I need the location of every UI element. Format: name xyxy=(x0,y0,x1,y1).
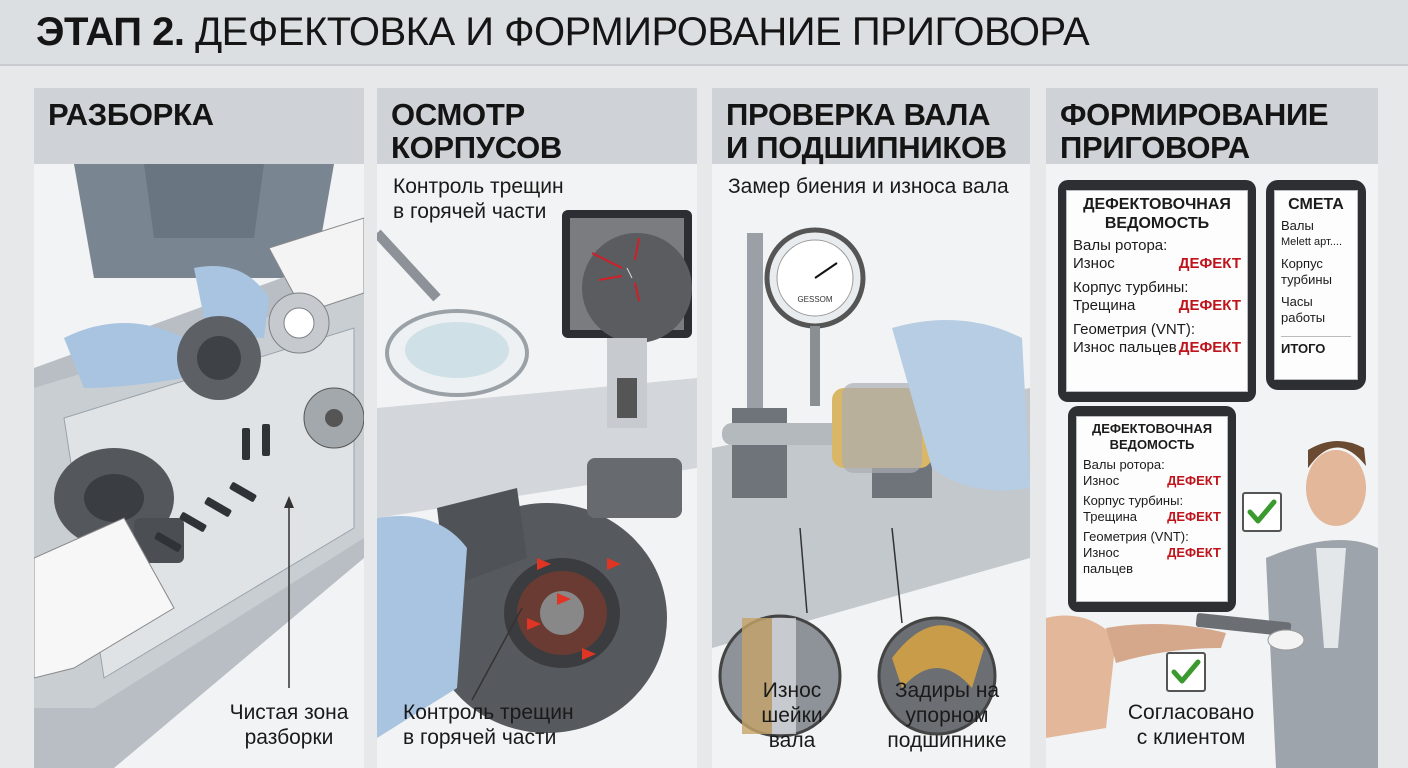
caption-line: Износ xyxy=(762,679,822,702)
estimate-total: ИТОГО xyxy=(1281,336,1351,357)
heading-line: ПРОВЕРКА ВАЛА xyxy=(726,97,991,132)
clean-zone-caption: Чистая зона разборки xyxy=(214,700,364,750)
defect-badge: ДЕФЕКТ xyxy=(1178,255,1241,272)
caption-line: Задиры на xyxy=(894,679,1000,702)
defect-row: Трещина ДЕФЕКТ xyxy=(1073,297,1241,315)
defect-badge: ДЕФЕКТ xyxy=(1178,297,1241,314)
tablet-screen: ДЕФЕКТОВОЧНАЯ ВЕДОМОСТЬ Валы ротора: Изн… xyxy=(1066,190,1248,392)
defect-row: Износ пальцев ДЕФЕКТ xyxy=(1083,545,1221,577)
top-caption: Контроль трещин в горячей части xyxy=(393,174,564,224)
estimate-phone: СМЕТА Валы Melett арт.... Корпус турбины… xyxy=(1266,180,1366,390)
journal-wear-caption: Износ шейки вала xyxy=(742,678,842,753)
page-title: ЭТАП 2. ДЕФЕКТОВКА И ФОРМИРОВАНИЕ ПРИГОВ… xyxy=(0,0,1408,66)
panel-housing-inspection: ОСМОТР КОРПУСОВ Контроль трещин в горяче… xyxy=(377,88,697,768)
panel-verdict: ФОРМИРОВАНИЕ ПРИГОВОРА ДЕФЕКТОВОЧНАЯ ВЕД… xyxy=(1046,88,1378,768)
shaft-check-illustration: GESSOM xyxy=(712,227,1030,738)
caption-line: упорном xyxy=(905,704,989,727)
caption-line: вала xyxy=(768,729,816,752)
panel-heading: ПРОВЕРКА ВАЛА И ПОДШИПНИКОВ xyxy=(712,88,1030,164)
defect-badge: ДЕФЕКТ xyxy=(1167,509,1221,524)
defect-row: Износ ДЕФЕКТ xyxy=(1073,255,1241,273)
sheet-title-line: ДЕФЕКТОВОЧНАЯ xyxy=(1083,196,1231,213)
defect-badge: ДЕФЕКТ xyxy=(1167,473,1221,488)
gauge-brand: GESSOM xyxy=(797,295,832,304)
defect-badge: ДЕФЕКТ xyxy=(1167,545,1221,560)
caption-line: в горячей части xyxy=(393,200,547,223)
group-label: Корпус турбины: xyxy=(1083,493,1184,508)
group-label: Валы ротора: xyxy=(1083,457,1165,472)
sheet-title: ДЕФЕКТОВОЧНАЯ ВЕДОМОСТЬ xyxy=(1083,421,1221,453)
defect-desc: Трещина xyxy=(1083,509,1138,524)
agreed-check-icon xyxy=(1166,652,1206,692)
shaft-subtitle: Замер биения и износа вала xyxy=(728,175,1009,198)
estimate-title: СМЕТА xyxy=(1288,196,1344,213)
verdict-illustration xyxy=(1046,440,1378,768)
caption-line: Чистая зона xyxy=(229,701,349,724)
approved-check-icon xyxy=(1242,492,1282,532)
caption-line: Согласовано xyxy=(1127,701,1255,724)
estimate-line: Melett арт.... xyxy=(1281,236,1343,248)
defect-desc: Износ xyxy=(1083,473,1120,488)
client-agreed-caption: Согласовано с клиентом xyxy=(1106,700,1276,750)
estimate-line: турбины xyxy=(1281,272,1332,287)
group-label: Геометрия (VNT): xyxy=(1083,529,1189,544)
heading-line: ПРИГОВОРА xyxy=(1060,130,1250,165)
estimate-line: Валы xyxy=(1281,218,1314,233)
defect-sheet-tablet-handheld: ДЕФЕКТОВОЧНАЯ ВЕДОМОСТЬ Валы ротора: Изн… xyxy=(1068,406,1236,612)
defect-desc: Износ xyxy=(1073,255,1115,272)
caption-line: Контроль трещин xyxy=(403,701,574,724)
caption-line: в горячей части xyxy=(403,726,557,749)
caption-line: с клиентом xyxy=(1136,726,1246,749)
defect-sheet-tablet: ДЕФЕКТОВОЧНАЯ ВЕДОМОСТЬ Валы ротора: Изн… xyxy=(1058,180,1256,402)
caption-line: подшипнике xyxy=(887,729,1007,752)
stage-title: ДЕФЕКТОВКА И ФОРМИРОВАНИЕ ПРИГОВОРА xyxy=(195,10,1090,54)
thrust-bearing-caption: Задиры на упорном подшипнике xyxy=(872,678,1022,753)
disassembly-illustration xyxy=(34,164,364,768)
defect-badge: ДЕФЕКТ xyxy=(1178,339,1241,356)
caption-line: шейки xyxy=(761,704,823,727)
group-label: Корпус турбины: xyxy=(1073,279,1189,296)
defect-desc: Трещина xyxy=(1073,297,1136,314)
caption-line: разборки xyxy=(244,726,334,749)
estimate-line: Часы работы xyxy=(1281,294,1326,325)
group-label: Валы ротора: xyxy=(1073,237,1168,254)
panel-heading: РАЗБОРКА xyxy=(34,88,364,164)
panel-shaft-check: GESSOM ПРОВЕРКА ВАЛА И ПОДШИПНИКОВ Замер… xyxy=(712,88,1030,768)
panel-heading: ОСМОТР КОРПУСОВ xyxy=(377,88,697,164)
bottom-caption: Контроль трещин в горячей части xyxy=(403,700,574,750)
sheet-title: ДЕФЕКТОВОЧНАЯ ВЕДОМОСТЬ xyxy=(1073,195,1241,233)
sheet-title-line: ВЕДОМОСТЬ xyxy=(1109,437,1195,452)
group-label: Геометрия (VNT): xyxy=(1073,321,1195,338)
panel-disassembly: РАЗБОРКА Чистая зона разборки xyxy=(34,88,364,768)
heading-line: ФОРМИРОВАНИЕ xyxy=(1060,97,1329,132)
phone-screen: СМЕТА Валы Melett арт.... Корпус турбины… xyxy=(1274,190,1358,380)
panel-heading: ФОРМИРОВАНИЕ ПРИГОВОРА xyxy=(1046,88,1378,164)
defect-row: Трещина ДЕФЕКТ xyxy=(1083,509,1221,525)
caption-line: Контроль трещин xyxy=(393,175,564,198)
stage-label: ЭТАП 2. xyxy=(36,10,185,54)
tablet-screen: ДЕФЕКТОВОЧНАЯ ВЕДОМОСТЬ Валы ротора: Изн… xyxy=(1076,416,1228,602)
defect-desc: Износ пальцев xyxy=(1083,545,1134,576)
heading-line: И ПОДШИПНИКОВ xyxy=(726,130,1007,165)
sheet-title-line: ДЕФЕКТОВОЧНАЯ xyxy=(1091,421,1213,436)
estimate-line: Корпус xyxy=(1281,256,1323,271)
housing-inspection-illustration xyxy=(377,210,697,738)
sheet-title-line: ВЕДОМОСТЬ xyxy=(1104,215,1210,232)
defect-row: Износ ДЕФЕКТ xyxy=(1083,473,1221,489)
defect-desc: Износ пальцев xyxy=(1073,339,1177,356)
